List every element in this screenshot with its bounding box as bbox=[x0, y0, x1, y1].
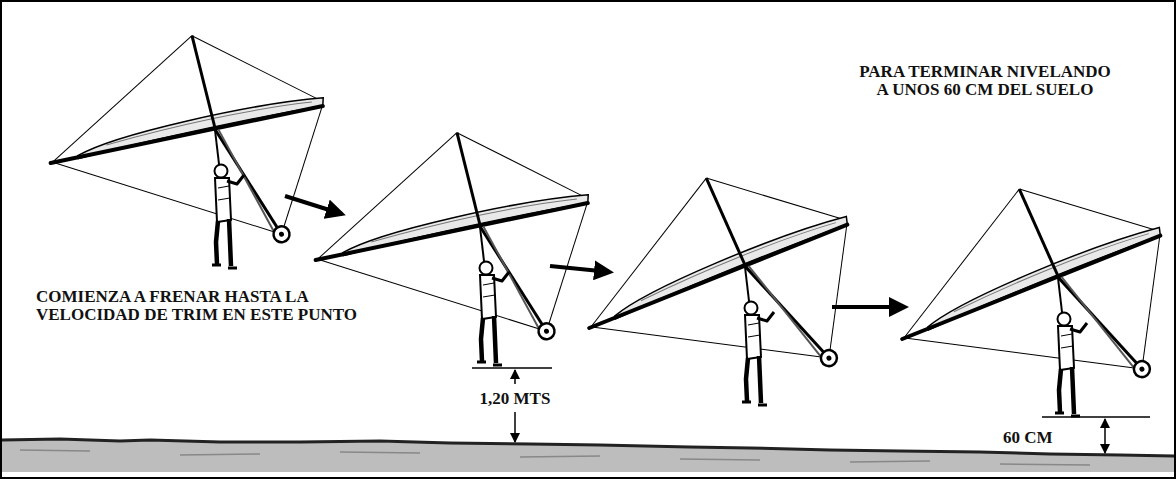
dimension-label: 60 CM bbox=[1000, 428, 1056, 448]
hang-glider bbox=[297, 110, 614, 379]
hang-glider bbox=[32, 13, 349, 282]
hang-glider bbox=[554, 136, 894, 442]
dimension-label: 1,20 MTS bbox=[477, 389, 554, 409]
dimension-arrow bbox=[1104, 436, 1106, 453]
dimension-arrow bbox=[514, 370, 516, 384]
dimension-arrow bbox=[514, 412, 516, 442]
sequence-arrow bbox=[832, 305, 905, 309]
ground bbox=[2, 440, 1174, 472]
dimension-arrow bbox=[1104, 419, 1106, 436]
instruction-note: COMIENZA A FRENAR HASTA LA VELOCIDAD DE … bbox=[33, 287, 385, 325]
instruction-note: PARA TERMINAR NIVELANDO A UNOS 60 CM DEL… bbox=[853, 62, 1118, 100]
sequence-arrow bbox=[285, 196, 342, 214]
dimension-line bbox=[1042, 416, 1150, 418]
sequence-arrow bbox=[550, 266, 610, 272]
ground-line bbox=[2, 439, 1174, 456]
dimension-line bbox=[472, 367, 552, 369]
ground-texture bbox=[20, 450, 1090, 465]
hang-glider bbox=[867, 147, 1176, 453]
